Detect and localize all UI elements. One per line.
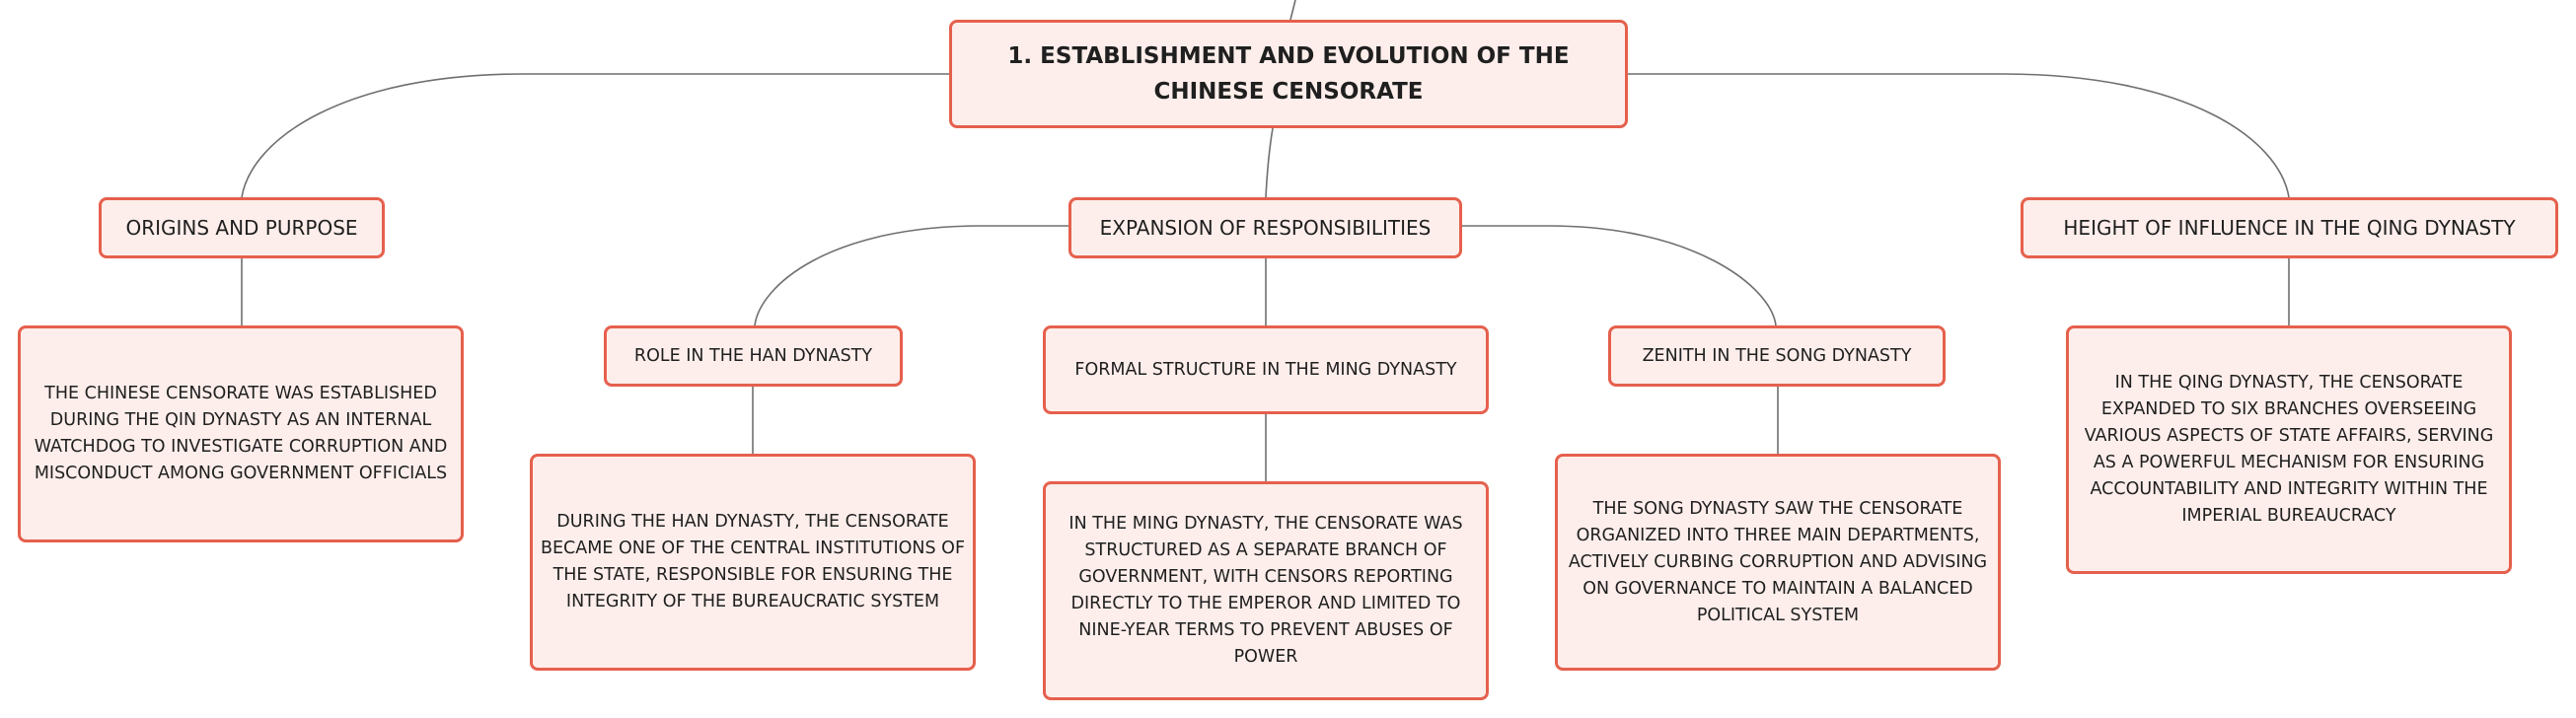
subtopic-formal-structure-ming-dynasty[interactable]: FORMAL STRUCTURE IN THE MING DYNASTY bbox=[1043, 325, 1489, 414]
description-role-in-han-dynasty: DURING THE HAN DYNASTY, THE CENSORATE BE… bbox=[530, 454, 976, 671]
subtopic-zenith-song-dynasty[interactable]: ZENITH IN THE SONG DYNASTY bbox=[1608, 325, 1946, 387]
subtopic-role-in-han-dynasty[interactable]: ROLE IN THE HAN DYNASTY bbox=[604, 325, 903, 387]
connector-root-to-expansion bbox=[1265, 127, 1274, 198]
topic-height-of-influence-qing[interactable]: HEIGHT OF INFLUENCE IN THE QING DYNASTY bbox=[2021, 197, 2558, 258]
description-formal-structure-ming-dynasty: IN THE MING DYNASTY, THE CENSORATE WAS S… bbox=[1043, 481, 1489, 700]
topic-origins-and-purpose[interactable]: ORIGINS AND PURPOSE bbox=[99, 197, 385, 258]
connector-expansion-to-song bbox=[1462, 225, 1777, 326]
description-height-of-influence-qing: IN THE QING DYNASTY, THE CENSORATE EXPAN… bbox=[2066, 325, 2512, 574]
connector-root-to-origins bbox=[241, 73, 949, 198]
description-origins-and-purpose: THE CHINESE CENSORATE WAS ESTABLISHED DU… bbox=[18, 325, 464, 542]
connector-offpage-to-root bbox=[1289, 0, 1296, 21]
connector-root-to-qing bbox=[1628, 73, 2290, 198]
topic-expansion-of-responsibilities[interactable]: EXPANSION OF RESPONSIBILITIES bbox=[1068, 197, 1462, 258]
connector-expansion-to-han bbox=[754, 225, 1068, 326]
description-zenith-song-dynasty: THE SONG DYNASTY SAW THE CENSORATE ORGAN… bbox=[1555, 454, 2001, 671]
root-node[interactable]: 1. ESTABLISHMENT AND EVOLUTION OF THE CH… bbox=[949, 20, 1628, 128]
